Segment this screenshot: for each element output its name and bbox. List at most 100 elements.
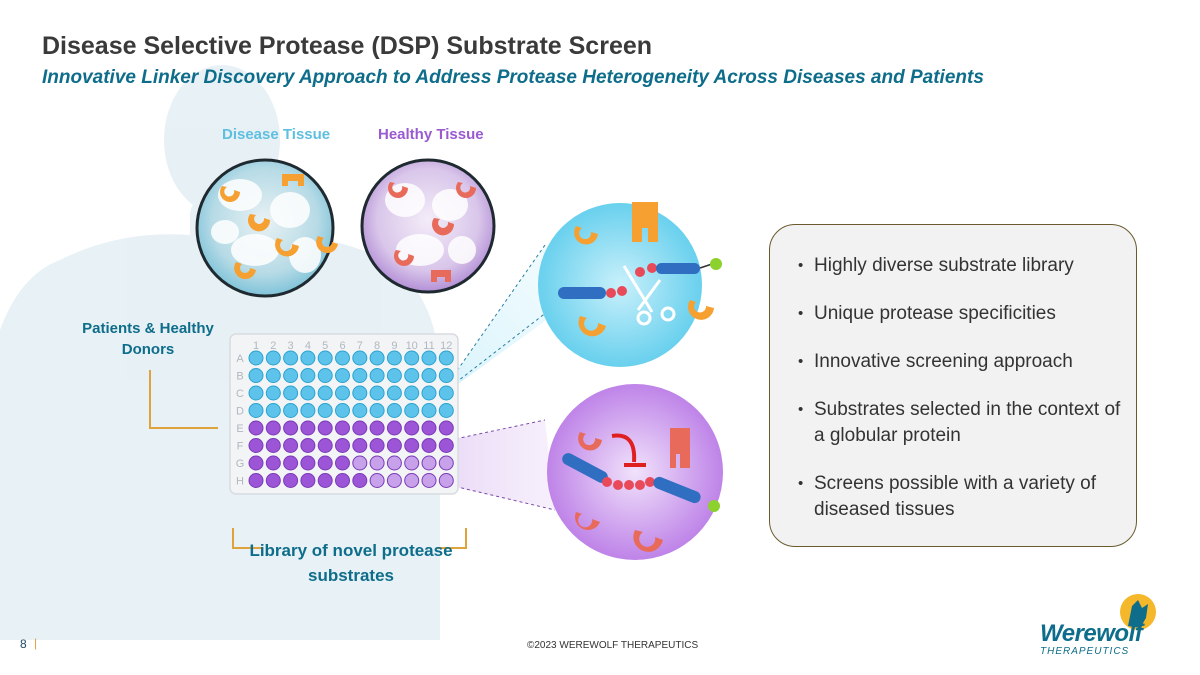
key-point-text: Highly diverse substrate library bbox=[814, 255, 1074, 276]
disease-tissue-circle bbox=[195, 158, 338, 298]
disease-tissue-label: Disease Tissue bbox=[222, 126, 331, 143]
page-separator: | bbox=[34, 636, 38, 650]
healthy-tissue-circle bbox=[360, 158, 496, 294]
key-point-text: Screens possible with a variety of disea… bbox=[814, 473, 1096, 520]
plate-well bbox=[317, 350, 333, 366]
plate-well bbox=[265, 368, 281, 383]
plate-well bbox=[421, 403, 437, 418]
library-label: Library of novel protease substrates bbox=[249, 541, 453, 585]
plate-well bbox=[369, 438, 385, 453]
plate-column-label: 7 bbox=[357, 340, 363, 352]
plate-well bbox=[300, 385, 316, 401]
key-points-list: •Highly diverse substrate library •Uniqu… bbox=[770, 225, 1136, 523]
plate-well bbox=[386, 403, 402, 418]
inhibition-zoom-circle bbox=[547, 384, 723, 560]
plate-row-label: H bbox=[236, 476, 244, 488]
plate-well bbox=[438, 403, 454, 418]
plate-column-label: 10 bbox=[406, 340, 418, 352]
plate-column-label: 11 bbox=[423, 340, 434, 352]
plate-well bbox=[248, 385, 264, 401]
plate-row-label: E bbox=[236, 423, 243, 435]
plate-well bbox=[335, 473, 350, 488]
plate-well bbox=[369, 473, 385, 488]
logo-subtitle: THERAPEUTICS bbox=[1040, 646, 1130, 657]
plate-well bbox=[317, 438, 333, 453]
plate-column-label: 9 bbox=[391, 340, 397, 352]
plate-well bbox=[386, 455, 402, 471]
plate-well bbox=[386, 438, 402, 453]
plate-well bbox=[369, 385, 385, 401]
plate-well bbox=[300, 438, 316, 453]
plate-well bbox=[283, 350, 299, 366]
plate-well bbox=[265, 455, 281, 471]
plate-well bbox=[421, 438, 437, 453]
plate-well bbox=[404, 350, 420, 366]
plate-well bbox=[248, 350, 264, 366]
page-number: 8 bbox=[20, 637, 27, 651]
key-points-box: •Highly diverse substrate library •Uniqu… bbox=[769, 224, 1137, 547]
key-point-text: Substrates selected in the context of a … bbox=[814, 399, 1121, 446]
plate-column-label: 2 bbox=[270, 340, 276, 352]
key-point-text: Unique protease specificities bbox=[814, 303, 1056, 324]
plate-well bbox=[317, 455, 333, 471]
key-point: •Screens possible with a variety of dise… bbox=[798, 473, 1096, 520]
plate-column-label: 8 bbox=[374, 340, 380, 352]
plate-column-label: 5 bbox=[322, 340, 328, 352]
plate-well bbox=[300, 368, 316, 383]
plate-well bbox=[352, 420, 368, 436]
plate-well bbox=[317, 385, 333, 401]
patients-donors-label: Patients & Healthy Donors bbox=[82, 320, 214, 358]
healthy-tissue-label: Healthy Tissue bbox=[378, 126, 484, 143]
plate-well bbox=[352, 350, 368, 366]
plate-row-label: G bbox=[236, 458, 245, 470]
plate-row-label: B bbox=[236, 371, 243, 383]
plate-well bbox=[335, 368, 350, 383]
plate-well bbox=[386, 368, 402, 383]
plate-well bbox=[438, 420, 454, 436]
plate-well bbox=[283, 403, 299, 418]
plate-well bbox=[265, 350, 281, 366]
plate-well bbox=[335, 403, 350, 418]
plate-well bbox=[248, 420, 264, 436]
plate-well bbox=[265, 403, 281, 418]
plate-well bbox=[369, 368, 385, 383]
plate-well bbox=[265, 385, 281, 401]
plate-well bbox=[386, 385, 402, 401]
plate-well bbox=[438, 473, 454, 488]
plate-well bbox=[335, 420, 350, 436]
library-bracket bbox=[232, 528, 467, 549]
plate-well bbox=[283, 473, 299, 488]
plate-well bbox=[335, 438, 350, 453]
plate-well bbox=[283, 455, 299, 471]
inhibition-icon bbox=[611, 433, 637, 463]
plate-well bbox=[404, 368, 420, 383]
plate-well bbox=[352, 438, 368, 453]
cleavage-zoom-circle bbox=[538, 202, 722, 367]
plate-well bbox=[283, 438, 299, 453]
plate-well bbox=[248, 455, 264, 471]
plate-well bbox=[421, 473, 437, 488]
plate-well bbox=[300, 350, 316, 366]
plate-row-label: F bbox=[237, 441, 244, 453]
plate-well bbox=[404, 455, 420, 471]
plate-well bbox=[438, 438, 454, 453]
plate-well bbox=[438, 455, 454, 471]
key-point: •Unique protease specificities bbox=[798, 303, 1056, 324]
plate-row-label: C bbox=[236, 388, 244, 400]
plate-row-label: D bbox=[236, 406, 244, 418]
plate-well bbox=[317, 473, 333, 488]
plate-well bbox=[352, 403, 368, 418]
plate-well bbox=[283, 385, 299, 401]
plate-column-label: 1 bbox=[253, 340, 259, 352]
plate-well bbox=[352, 473, 368, 488]
plate-well bbox=[248, 438, 264, 453]
plate-well bbox=[300, 403, 316, 418]
werewolf-logo-icon bbox=[1120, 594, 1156, 630]
plate-well bbox=[438, 350, 454, 366]
plate-well bbox=[404, 420, 420, 436]
plate-well bbox=[352, 385, 368, 401]
plate-well bbox=[300, 455, 316, 471]
plate-well bbox=[317, 420, 333, 436]
